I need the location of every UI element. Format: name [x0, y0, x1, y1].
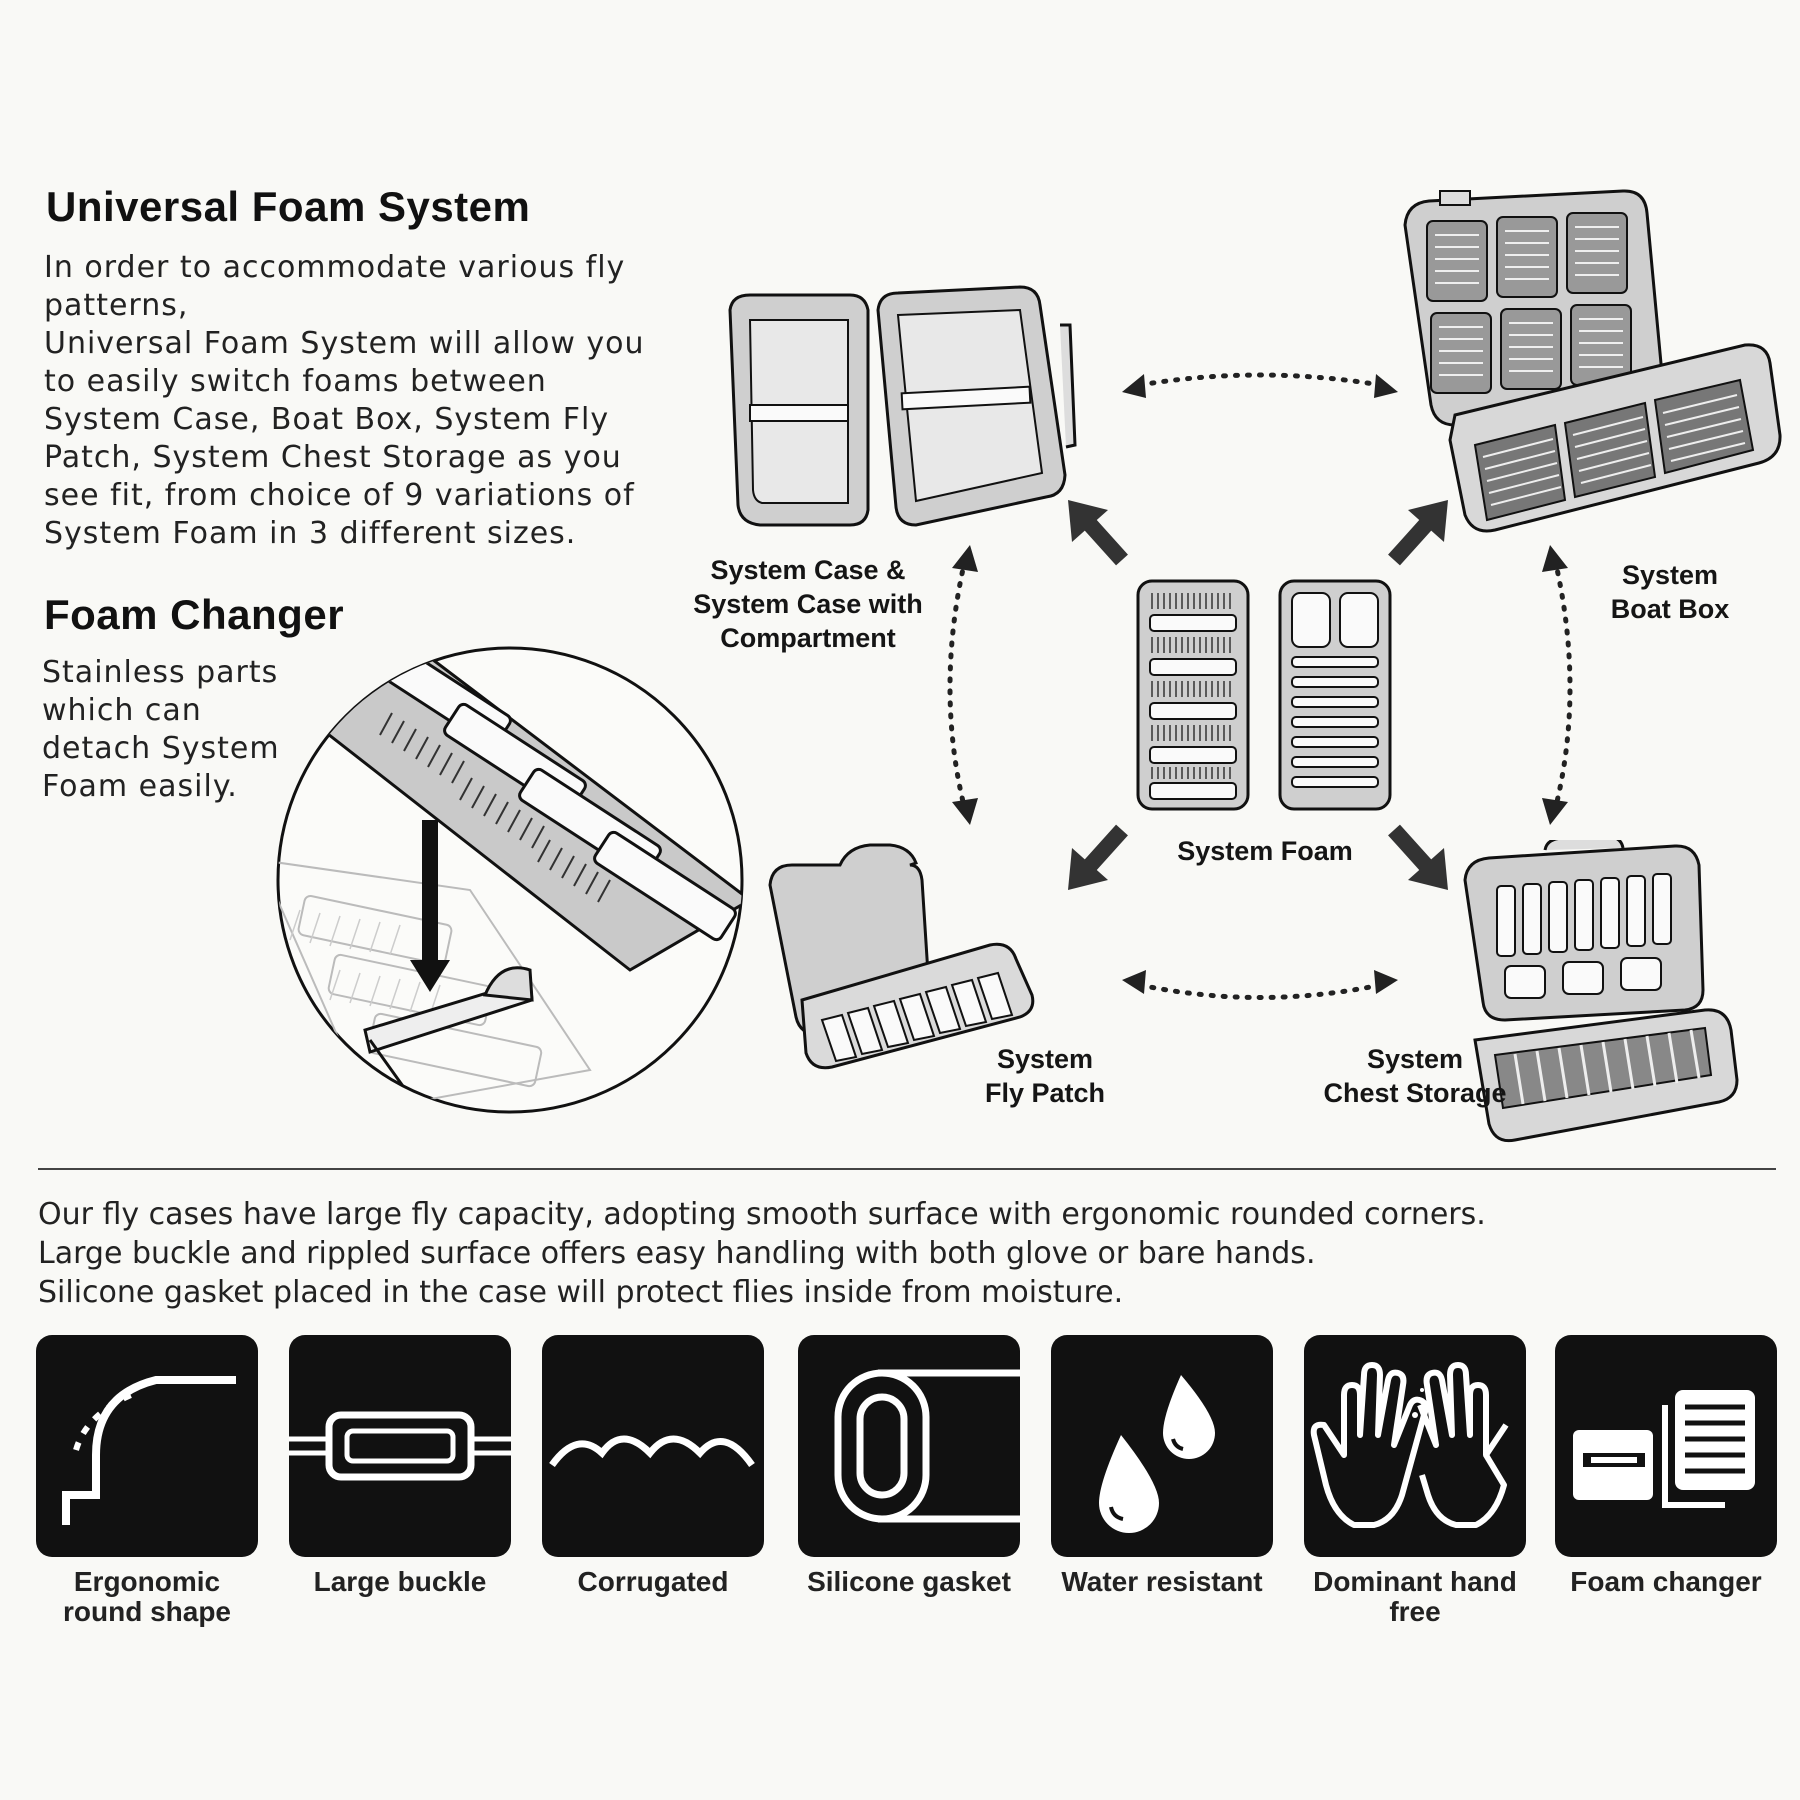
flow-arrows [947, 372, 1573, 1000]
system-case-label: System Case & System Case with Compartme… [693, 555, 923, 653]
feature-buckle: Large buckle [289, 1335, 511, 1597]
system-case-illustration [728, 285, 1077, 527]
boat-box-label: System Boat Box [1610, 560, 1730, 624]
feature-label: Foam changer [1570, 1566, 1762, 1597]
universal-foam-title: Universal Foam System [46, 183, 531, 230]
foam-changer-icon [1555, 1335, 1777, 1557]
section-divider [38, 1168, 1776, 1170]
foam-changer-title: Foam Changer [44, 591, 345, 638]
system-foam-label: System Foam [1177, 836, 1353, 866]
feature-label: Large buckle [313, 1566, 487, 1597]
feature-label: Corrugated [577, 1566, 729, 1597]
universal-foam-description: In order to accommodate various fly patt… [44, 250, 645, 551]
fly-patch-illustration [768, 843, 1035, 1070]
product-description: Our fly cases have large fly capacity, a… [38, 1197, 1486, 1310]
corrugated-icon [542, 1335, 764, 1557]
chest-storage-illustration [1463, 840, 1739, 1143]
buckle-icon [289, 1335, 511, 1557]
foam-changer-illustration [276, 646, 744, 1114]
foam-changer-description: Stainless parts which can detach System … [42, 655, 280, 804]
feature-gasket: Silicone gasket [798, 1335, 1020, 1597]
feature-label: Ergonomic round shape [62, 1566, 231, 1627]
feature-label: Water resistant [1061, 1566, 1263, 1597]
chest-storage-label: System Chest Storage [1323, 1044, 1507, 1108]
gasket-icon [798, 1335, 1020, 1557]
boat-box-illustration [1403, 189, 1782, 533]
feature-label: Dominant hand free [1313, 1566, 1517, 1627]
feature-ergonomic: Ergonomic round shape [36, 1335, 258, 1627]
feature-water: Water resistant [1051, 1335, 1273, 1597]
water-drops-icon [1051, 1335, 1273, 1557]
system-foam-illustration [1136, 579, 1392, 811]
fly-patch-label: System Fly Patch [984, 1044, 1106, 1108]
hands-icon [1304, 1335, 1526, 1557]
feature-hands: Dominant hand free [1304, 1335, 1526, 1627]
feature-foam-changer: Foam changer [1555, 1335, 1777, 1597]
feature-corrugated: Corrugated [542, 1335, 764, 1597]
ergonomic-shape-icon [36, 1335, 258, 1557]
feature-label: Silicone gasket [807, 1566, 1011, 1597]
